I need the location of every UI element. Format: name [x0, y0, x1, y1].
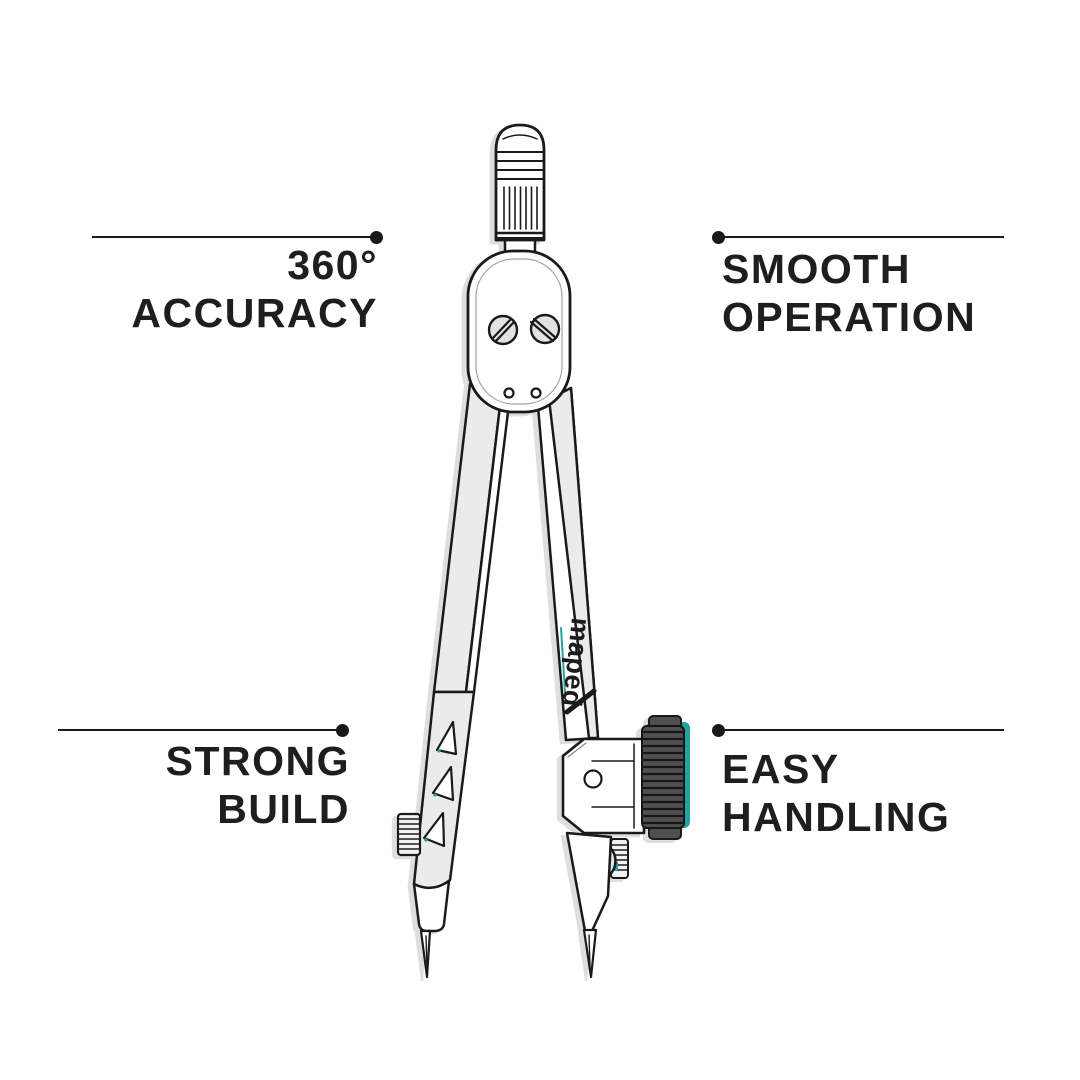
callout-smooth-line2: OPERATION [722, 294, 977, 340]
compass-grip [494, 123, 546, 242]
rivet-dot-left [503, 387, 515, 399]
leader-dot-accuracy [370, 230, 383, 244]
callout-smooth-line1: SMOOTH [722, 246, 911, 292]
leader-dot-smooth [712, 230, 725, 244]
grip-rings [495, 151, 545, 180]
side-adjust-knob [396, 812, 422, 857]
compass-head [466, 249, 572, 414]
grip-knurling [503, 186, 538, 230]
compass-left-leg [396, 382, 510, 979]
leader-line-strong [58, 723, 349, 737]
triangle-teal-accents [424, 749, 441, 842]
needle-point [419, 929, 432, 979]
leader-dot-strong [336, 723, 349, 737]
pivot-screw-right [529, 313, 561, 345]
callout-accuracy-line1: 360° [287, 242, 378, 288]
callout-strong-line2: BUILD [217, 786, 350, 832]
knurled-adjust-knob [641, 715, 690, 840]
callout-accuracy-text: 360° ACCURACY [131, 241, 378, 337]
callout-accuracy-line2: ACCURACY [131, 290, 378, 336]
leg-cutout-triangles [422, 720, 458, 848]
callout-strong-text: STRONG BUILD [166, 737, 350, 833]
callout-smooth-text: SMOOTH OPERATION [722, 245, 976, 341]
lead-holder-block [561, 737, 646, 835]
compass-right-leg: maped [536, 386, 690, 979]
leader-line-accuracy [92, 230, 383, 244]
pivot-screw-left [487, 314, 519, 346]
leader-dot-easy [712, 723, 725, 737]
rivet-dot-right [530, 387, 542, 399]
pencil-lead-point [582, 928, 598, 979]
callout-easy-line1: EASY [722, 746, 840, 792]
leader-line-smooth [712, 230, 1004, 244]
callout-easy-line2: HANDLING [722, 794, 951, 840]
callout-easy-text: EASY HANDLING [722, 745, 950, 841]
leader-line-easy [712, 723, 1004, 737]
callout-strong-line1: STRONG [165, 738, 350, 784]
